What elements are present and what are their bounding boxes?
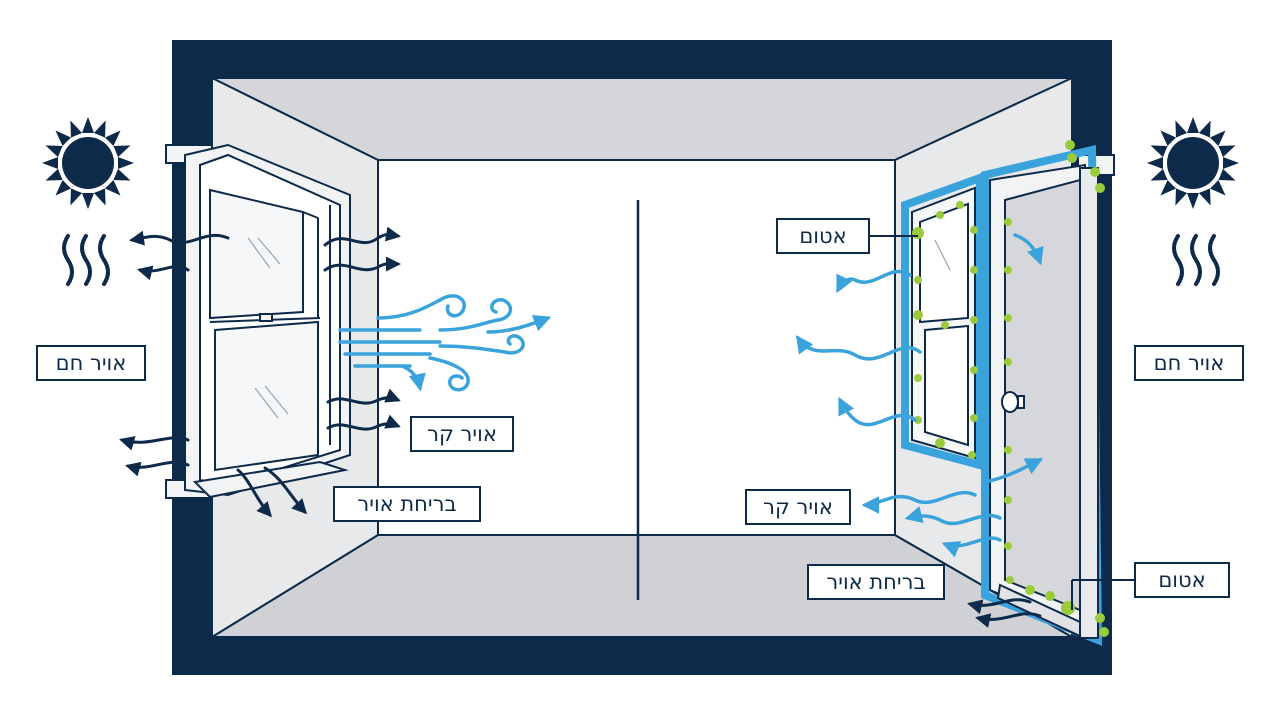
right-airflow-arrows <box>795 233 1044 558</box>
wind-swirl-icon <box>338 294 552 392</box>
right-hot-air-label: אויר חם <box>1134 345 1244 381</box>
left-air-leak-label: בריחת אויר <box>333 486 481 522</box>
left-hot-air-label: אויר חם <box>36 345 146 381</box>
leader-lines <box>870 235 1136 610</box>
right-seal-top-label: אטום <box>776 218 870 254</box>
left-leak-arrows <box>119 226 401 518</box>
right-window <box>901 172 984 471</box>
sun-icon <box>42 117 134 209</box>
right-seal-bottom-label: אטום <box>1134 562 1230 598</box>
right-leak-arrows <box>967 598 1042 628</box>
right-cold-air-label: אויר קר <box>745 489 851 525</box>
heat-waves-icon <box>1172 234 1220 286</box>
right-air-leak-label: בריחת אויר <box>807 564 945 600</box>
left-cold-air-label: אויר קר <box>410 416 514 452</box>
sun-icon <box>1147 117 1239 209</box>
right-door <box>981 140 1115 646</box>
door-knob-icon <box>1001 391 1025 413</box>
left-window <box>165 143 351 499</box>
door-seal-dots <box>1004 140 1109 637</box>
heat-waves-icon <box>62 234 110 286</box>
